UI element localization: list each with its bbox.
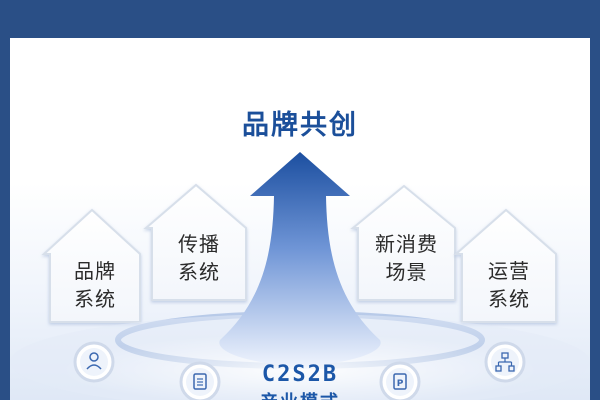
house-new-consumption-scene bbox=[350, 184, 456, 301]
house-label-brand: 品牌 系统 bbox=[50, 257, 140, 313]
house-label-brand-line2: 系统 bbox=[74, 287, 116, 311]
growth-arrow bbox=[219, 152, 381, 366]
model-code: C2S2B bbox=[261, 362, 339, 387]
right-frame-band bbox=[590, 38, 600, 400]
svg-text:P: P bbox=[397, 379, 404, 389]
parking-p-icon: P bbox=[379, 361, 421, 400]
left-frame-band bbox=[0, 38, 10, 400]
house-label-operation-line1: 运营 bbox=[488, 259, 530, 283]
house-label-consumption: 新消费 场景 bbox=[358, 230, 455, 286]
top-frame-band bbox=[0, 0, 600, 38]
house-label-communication-line1: 传播 bbox=[178, 232, 220, 256]
house-label-communication: 传播 系统 bbox=[152, 230, 246, 286]
house-label-operation-line2: 系统 bbox=[488, 287, 530, 311]
model-subtitle: 产业模式 bbox=[0, 388, 600, 400]
house-label-communication-line2: 系统 bbox=[178, 260, 220, 284]
house-communication-system bbox=[143, 183, 247, 301]
document-icon bbox=[179, 361, 221, 400]
diagram-title: 品牌共创 bbox=[242, 110, 358, 141]
user-icon bbox=[73, 341, 115, 383]
house-label-consumption-line1: 新消费 bbox=[375, 232, 438, 256]
house-label-brand-line1: 品牌 bbox=[74, 259, 116, 283]
house-label-consumption-line2: 场景 bbox=[385, 260, 428, 284]
house-label-operation: 运营 系统 bbox=[462, 257, 556, 313]
network-icon bbox=[484, 341, 526, 383]
house-operation-system bbox=[453, 208, 557, 323]
